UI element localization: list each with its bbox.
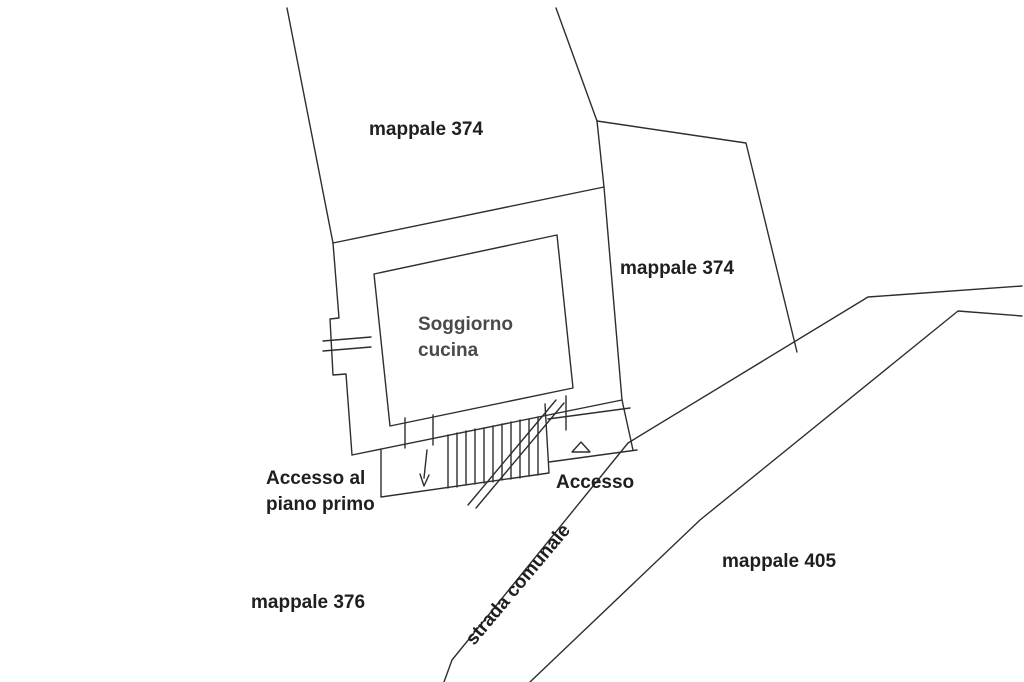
stair-direction-lines bbox=[467, 399, 565, 509]
parcel-label-376: mappale 376 bbox=[251, 592, 366, 613]
access-first-floor-label-line1: Accesso al bbox=[266, 468, 366, 489]
entry-area-top-line bbox=[547, 407, 631, 420]
boundary-line-upper-left bbox=[286, 7, 334, 244]
building-top-wall bbox=[332, 186, 605, 244]
parcel-label-405: mappale 405 bbox=[722, 551, 837, 572]
room-outline bbox=[373, 234, 574, 427]
access-first-floor-label-line2: piano primo bbox=[266, 494, 375, 515]
room-label-soggiorno: Soggiorno bbox=[418, 314, 513, 335]
room-label-cucina: cucina bbox=[418, 340, 479, 361]
boundary-line-right-parcel bbox=[596, 120, 798, 353]
window-icon bbox=[322, 336, 372, 352]
access-ground-label: Accesso bbox=[556, 472, 635, 493]
road-edge-lower bbox=[529, 310, 1023, 682]
stair-arrow-icon bbox=[419, 449, 430, 487]
entry-area-bottom-line bbox=[548, 449, 638, 463]
porch-outline bbox=[380, 403, 550, 498]
parcel-label-374-right: mappale 374 bbox=[620, 258, 735, 279]
road-edge-upper bbox=[443, 285, 1023, 682]
stair-treads bbox=[447, 416, 539, 489]
building-bottom-wall bbox=[351, 399, 623, 456]
building-left-wall bbox=[329, 242, 353, 456]
entry-triangle-icon bbox=[571, 441, 591, 453]
boundary-line-upper-right bbox=[555, 7, 605, 188]
parcel-label-374-top: mappale 374 bbox=[369, 119, 484, 140]
